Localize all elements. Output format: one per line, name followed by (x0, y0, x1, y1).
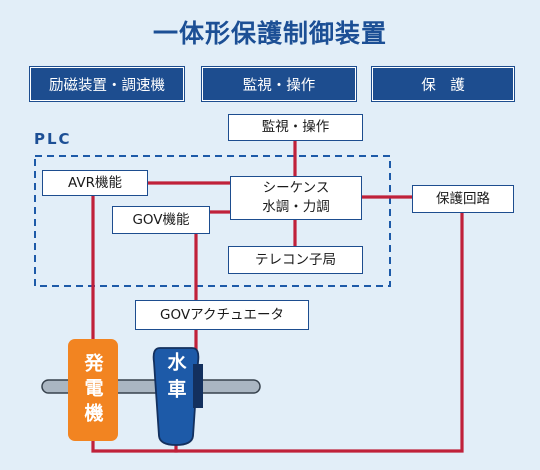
monitor-operation-box: 監視・操作 (228, 114, 363, 141)
generator: 発電機 (68, 339, 118, 441)
sequence-box: シーケンス 水調・力調 (230, 176, 362, 220)
plc-boundary (34, 155, 391, 287)
gov-function-box: GOV機能 (112, 206, 210, 234)
avr-function-box: AVR機能 (42, 170, 148, 196)
sequence-line1: シーケンス (262, 180, 330, 196)
protection-circuit-box: 保護回路 (412, 185, 514, 213)
turbine-label: 水車 (164, 352, 187, 406)
gov-actuator-box: GOVアクチュエータ (135, 300, 309, 330)
plc-label: PLC (34, 130, 72, 148)
excitation-governor-button[interactable]: 励磁装置・調速機 (30, 67, 184, 101)
diagram-title: 一体形保護制御装置 (152, 19, 387, 48)
turbine-flange (193, 364, 203, 408)
monitor-operation-button[interactable]: 監視・操作 (202, 67, 356, 101)
wire-protection-return (91, 209, 464, 453)
water-turbine-body (152, 347, 200, 446)
generator-label: 発電機 (81, 352, 104, 428)
telecon-substation-box: テレコン子局 (228, 246, 363, 274)
turbine-label-wrap: 水車 (162, 352, 190, 432)
protection-button[interactable]: 保 護 (372, 67, 514, 101)
sequence-line2: 水調・力調 (262, 199, 330, 215)
